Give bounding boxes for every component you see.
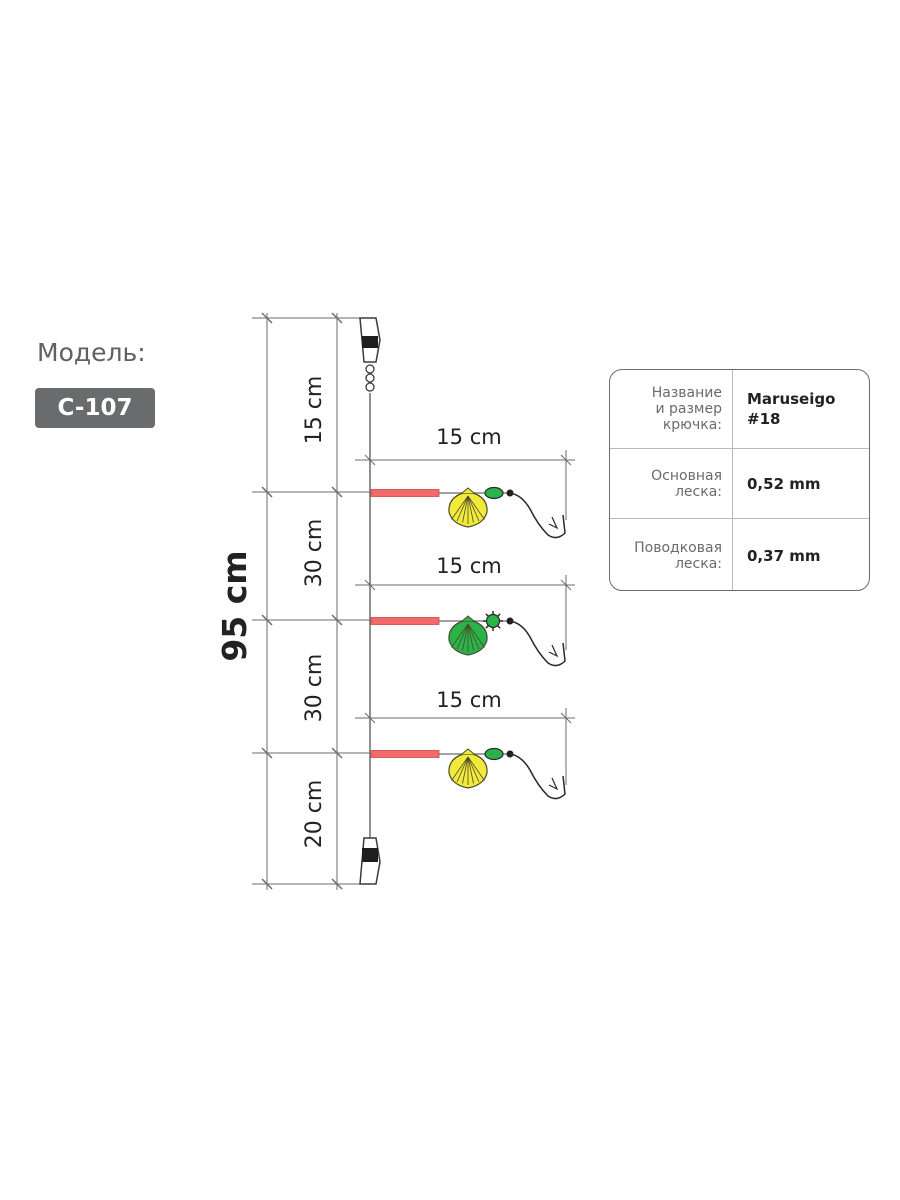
hook-barb xyxy=(548,644,559,658)
spec-row-leader-line: Поводковая леска: 0,37 mm xyxy=(610,518,869,590)
spec-value-hook: Maruseigo #18 xyxy=(747,390,836,428)
branch-length-label-1: 15 cm xyxy=(436,425,501,449)
hook-icon xyxy=(509,492,566,539)
hook-barb xyxy=(548,516,559,530)
spec-label-hook: Название и размер крючка: xyxy=(610,370,733,448)
segment-label-2: 30 cm xyxy=(302,519,327,588)
shell-icon xyxy=(448,615,488,656)
branches xyxy=(370,486,566,800)
spec-row-hook: Название и размер крючка: Maruseigo #18 xyxy=(610,370,869,448)
total-length-label: 95 cm xyxy=(215,550,254,661)
tube xyxy=(370,750,440,758)
bottom-sinker-clip xyxy=(359,837,381,885)
spec-table: Название и размер крючка: Maruseigo #18 … xyxy=(609,369,870,591)
hook-icon xyxy=(509,753,566,800)
shell-icon xyxy=(448,487,488,528)
branch-1 xyxy=(370,486,566,539)
branch-3 xyxy=(370,747,566,800)
segment-label-4: 20 cm xyxy=(302,780,327,849)
bead-icon xyxy=(483,611,503,631)
hook-barb xyxy=(548,777,559,791)
model-label: Модель: xyxy=(37,338,146,367)
tube xyxy=(370,489,440,497)
model-badge: C-107 xyxy=(35,388,155,428)
spec-value-main-line: 0,52 mm xyxy=(747,475,821,493)
bead-icon xyxy=(484,747,504,761)
bead-icon xyxy=(484,486,504,500)
branch-2 xyxy=(370,611,566,667)
dimension-lines xyxy=(252,312,575,890)
branch-length-label-3: 15 cm xyxy=(436,688,501,712)
branch-length-label-2: 15 cm xyxy=(436,554,501,578)
tube xyxy=(370,617,440,625)
spec-label-leader-line: Поводковая леска: xyxy=(610,519,733,590)
segment-label-1: 15 cm xyxy=(302,376,327,445)
hook-icon xyxy=(509,620,566,667)
spec-value-leader-line: 0,37 mm xyxy=(747,547,821,565)
spec-label-main-line: Основная леска: xyxy=(610,449,733,519)
segment-label-3: 30 cm xyxy=(302,654,327,723)
shell-icon xyxy=(448,748,488,789)
spec-row-main-line: Основная леска: 0,52 mm xyxy=(610,448,869,519)
top-snap-swivel xyxy=(359,317,381,392)
